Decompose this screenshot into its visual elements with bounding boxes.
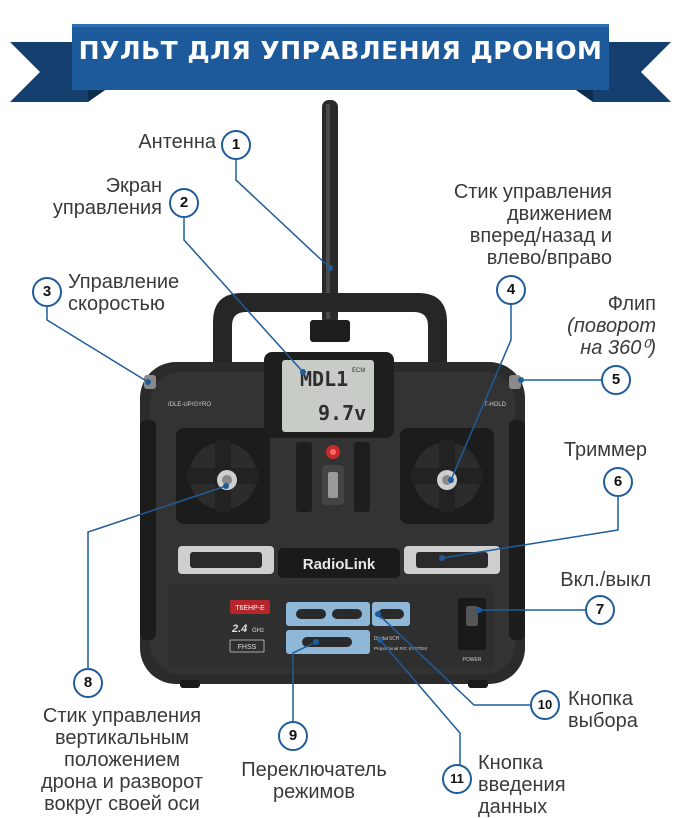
right-switch-label: T-HOLD <box>484 402 507 408</box>
callout-label-11: Кнопка введения данных <box>478 752 566 818</box>
callout-label-1: Антенна <box>138 131 216 153</box>
brand-name: RadioLink <box>303 556 376 573</box>
callout-label-10: Кнопка выбора <box>568 688 638 732</box>
callout-number-3: 3 <box>32 277 62 307</box>
callout-label-6: Триммер <box>563 439 647 461</box>
callout-number-11: 11 <box>442 764 472 794</box>
callout-label-9: Переключатель режимов <box>241 759 387 803</box>
lcd-screen <box>282 360 374 432</box>
screen-line-1: MDL1 <box>300 367 348 391</box>
flip-switch <box>509 375 521 389</box>
band-unit: GHz <box>252 628 264 634</box>
callout-number-8: 8 <box>73 668 103 698</box>
callout-label-7: Вкл./выкл <box>560 569 651 591</box>
model-badge-text: T6EHP-E <box>235 605 265 612</box>
callout-label-5: Флип (поворот на 360⁰) <box>567 293 656 359</box>
system-text: Proportional R/C SYSTEM <box>374 646 427 651</box>
callout-number-2: 2 <box>169 188 199 218</box>
callout-number-6: 6 <box>603 467 633 497</box>
callout-label-3: Управление скоростью <box>68 271 180 315</box>
callout-number-7: 7 <box>585 595 615 625</box>
carry-handle <box>213 293 447 385</box>
digital-text: Digital 6CH <box>374 636 400 642</box>
power-label: POWER <box>463 657 482 663</box>
screen-line-2: 9.7v <box>318 401 366 425</box>
screen-corner: ECM <box>352 368 365 374</box>
leader-lines <box>46 160 619 779</box>
page-title: ПУЛЬТ ДЛЯ УПРАВЛЕНИЯ ДРОНОМ <box>78 36 603 65</box>
callout-label-8: Стик управления вертикальным положением … <box>40 705 204 815</box>
select-key-panel <box>286 602 370 626</box>
callout-number-4: 4 <box>496 275 526 305</box>
callout-number-9: 9 <box>278 721 308 751</box>
model-badge <box>230 600 270 614</box>
callout-label-2: Экран управления <box>52 175 162 219</box>
title-banner <box>10 24 671 102</box>
left-switch-label: IDLE-UP/GYRO <box>168 402 211 408</box>
callout-number-5: 5 <box>601 365 631 395</box>
band-value: 2.4 <box>231 623 247 635</box>
fhss-text: FHSS <box>238 644 257 651</box>
callout-number-10: 10 <box>530 690 560 720</box>
callout-label-4: Стик управления движением вперед/назад и… <box>453 181 612 269</box>
brand-plate <box>278 548 400 578</box>
callout-number-1: 1 <box>221 130 251 160</box>
